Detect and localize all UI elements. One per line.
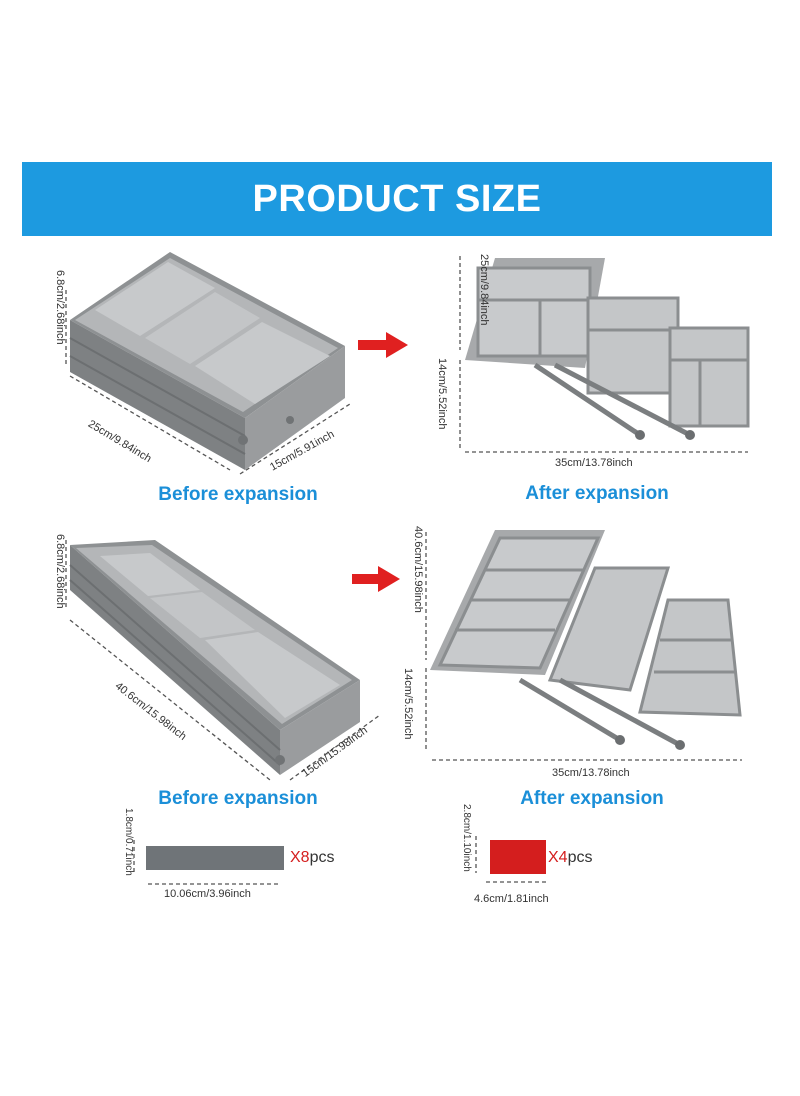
gray-divider bbox=[146, 846, 284, 870]
caption-before-2: Before expansion bbox=[158, 788, 318, 809]
dim-length-label: 25cm/9.84inch bbox=[478, 254, 490, 326]
dim-height-label: 6.8cm/2.68inch bbox=[54, 270, 66, 345]
banner-title: PRODUCT SIZE bbox=[252, 177, 542, 220]
dim-width-label: 35cm/13.78inch bbox=[552, 767, 630, 779]
gray-divider-quantity: X8pcs bbox=[290, 849, 334, 867]
product-size-banner: PRODUCT SIZE bbox=[22, 162, 772, 236]
closed-organizer-large bbox=[69, 540, 360, 775]
red-divider-quantity: X4pcs bbox=[548, 849, 592, 867]
expanded-organizer-large bbox=[430, 530, 742, 750]
closed-organizer-small bbox=[69, 252, 345, 470]
dim-height-label: 14cm/5.52inch bbox=[436, 358, 448, 430]
dim-divider-width: 10.06cm/3.96inch bbox=[164, 888, 251, 900]
dim-width-label: 35cm/13.78inch bbox=[555, 457, 633, 469]
quantity-multiplier: X8 bbox=[290, 849, 310, 866]
dimension-lines bbox=[65, 256, 748, 885]
dim-divider-height: 2.8cm/1.10inch bbox=[461, 804, 472, 872]
expanded-organizer-small bbox=[465, 258, 750, 440]
caption-after-1: After expansion bbox=[525, 483, 669, 504]
dim-divider-height: 1.8cm/0.71inch bbox=[123, 808, 134, 876]
dim-length-label: 40.6cm/15.98inch bbox=[412, 526, 424, 613]
quantity-multiplier: X4 bbox=[548, 849, 568, 866]
dim-height-label: 14cm/5.52inch bbox=[402, 668, 414, 740]
arrow-icon bbox=[352, 566, 400, 592]
dim-divider-width: 4.6cm/1.81inch bbox=[474, 893, 549, 905]
quantity-unit: pcs bbox=[567, 849, 593, 866]
arrow-icon bbox=[358, 332, 408, 358]
dim-height-label: 6.8cm/2.68inch bbox=[54, 534, 66, 609]
red-divider bbox=[490, 840, 546, 874]
quantity-unit: pcs bbox=[309, 849, 335, 866]
caption-before-1: Before expansion bbox=[158, 484, 318, 505]
caption-after-2: After expansion bbox=[520, 788, 664, 809]
